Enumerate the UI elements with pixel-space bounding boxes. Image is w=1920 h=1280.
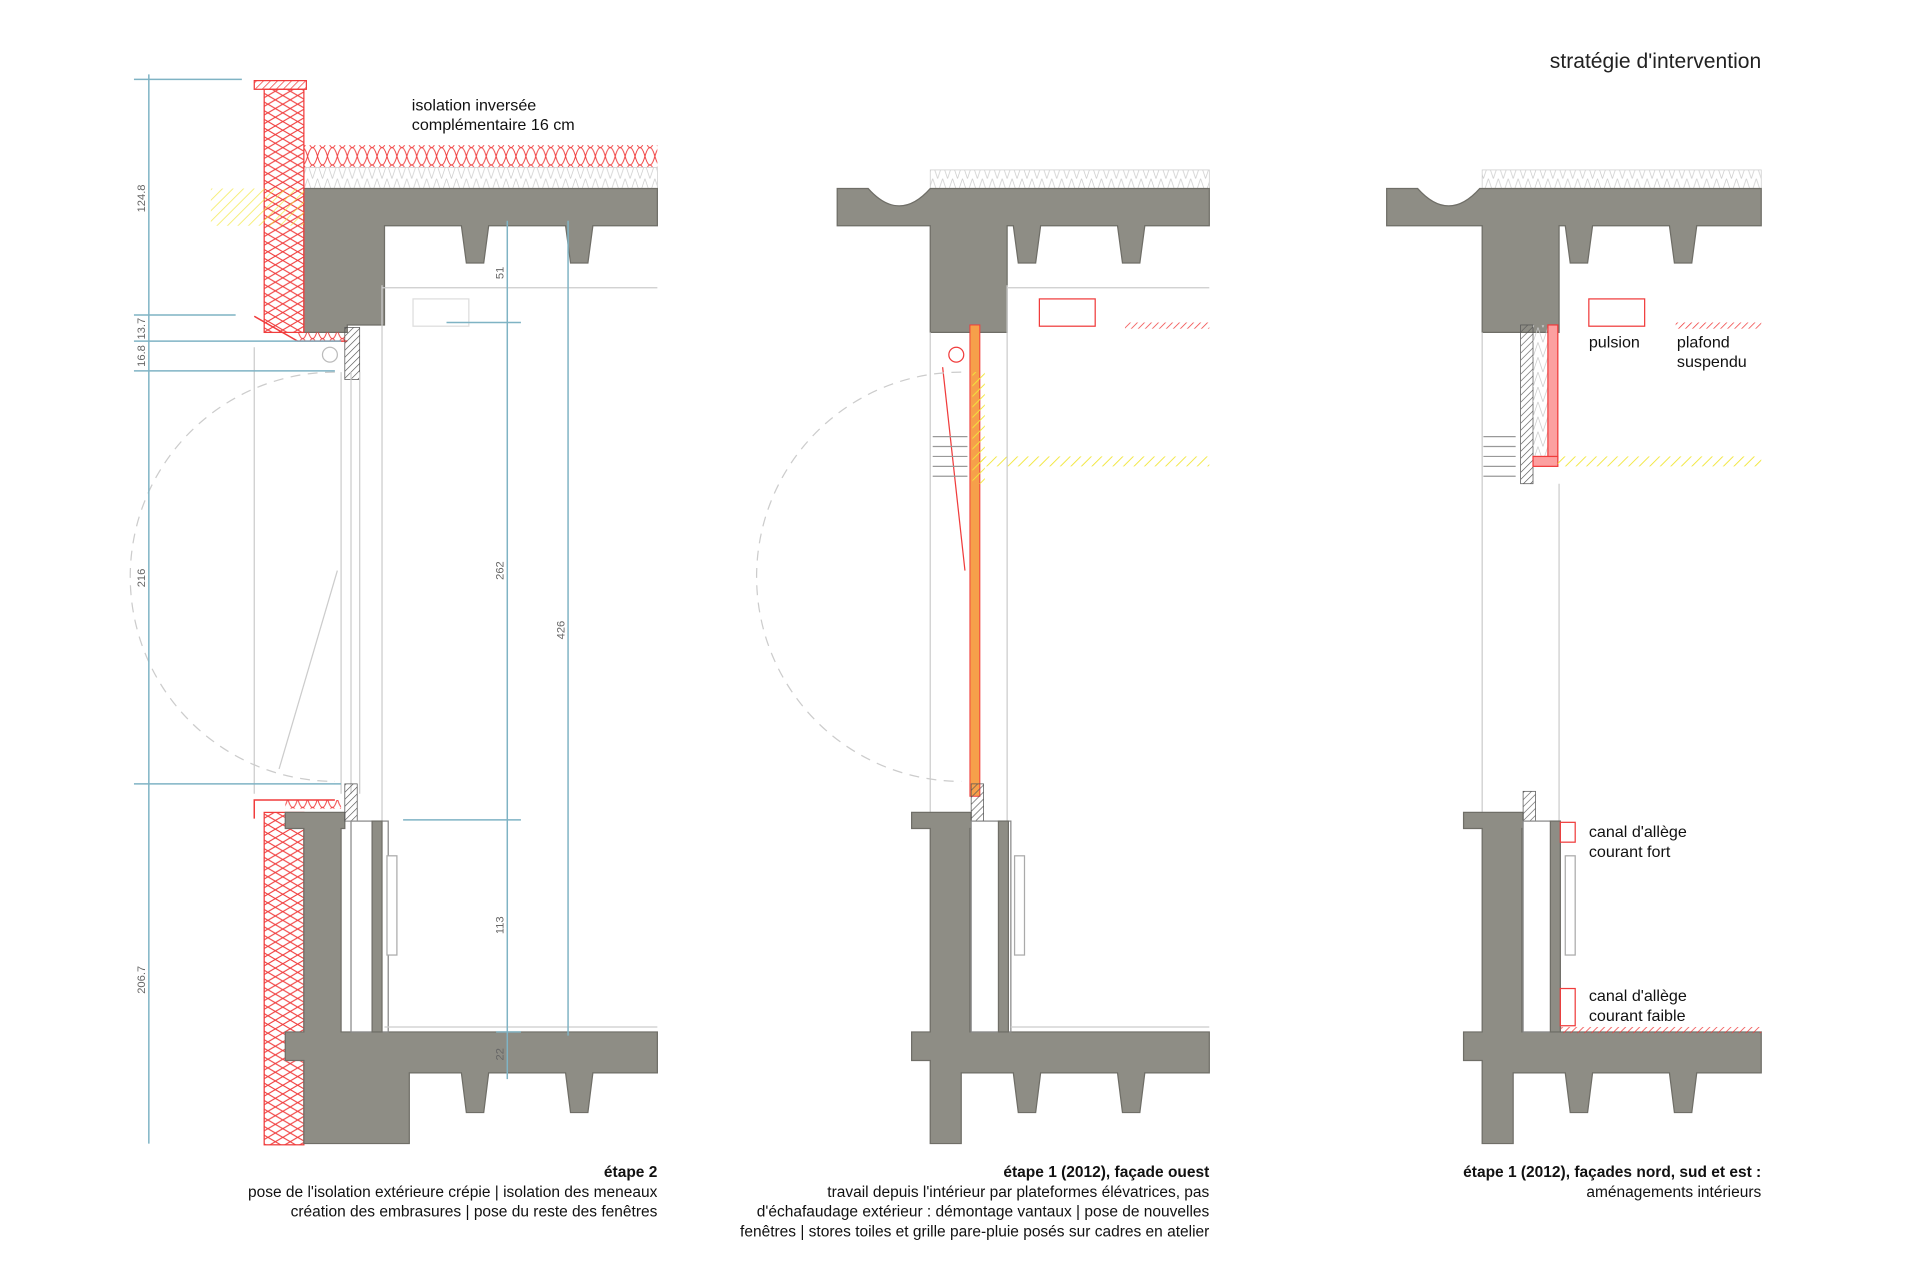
roof-insulation bbox=[303, 145, 658, 168]
label-canal-fort: courant fort bbox=[1589, 843, 1671, 861]
roof-slab bbox=[1386, 187, 1762, 334]
caption-title: étape 1 (2012), façade ouest bbox=[1003, 1164, 1209, 1181]
panel-etape-1-ouest: étape 1 (2012), façade ouest travail dep… bbox=[740, 169, 1210, 1241]
label-pulsion: pulsion bbox=[1589, 333, 1640, 351]
page-title: stratégie d'intervention bbox=[1550, 50, 1761, 73]
dimension-label: 426 bbox=[555, 621, 567, 640]
floor-slab bbox=[911, 811, 1210, 1145]
label-canal-faible: courant faible bbox=[1589, 1007, 1686, 1025]
dimension-label: 262 bbox=[495, 561, 507, 580]
caption-line: pose de l'isolation extérieure crépie | … bbox=[248, 1184, 658, 1201]
dimension-label: 13.7 bbox=[136, 318, 148, 340]
label-plafond: plafond bbox=[1677, 333, 1730, 351]
annotation-isolation: complémentaire 16 cm bbox=[412, 116, 575, 134]
floor-slab bbox=[284, 811, 658, 1145]
dimension-label: 216 bbox=[136, 569, 148, 588]
roof-slab bbox=[303, 187, 658, 334]
panel-etape-2: 124.8 13.7 16.8 216 206.7 51 262 113 22 … bbox=[129, 74, 658, 1221]
dimension-label: 113 bbox=[495, 916, 507, 934]
caption-title: étape 2 bbox=[604, 1164, 657, 1181]
dimension-label: 51 bbox=[495, 267, 507, 279]
caption-line: d'échafaudage extérieur : démontage vant… bbox=[757, 1204, 1210, 1221]
panel-etape-1-nord-sud-est: pulsion plafond suspendu canal d'allège … bbox=[1386, 169, 1762, 1201]
caption-line: fenêtres | stores toiles et grille pare-… bbox=[740, 1224, 1209, 1241]
caption-title: étape 1 (2012), façades nord, sud et est… bbox=[1463, 1164, 1761, 1181]
dimension-label: 124.8 bbox=[136, 184, 148, 212]
caption-line: travail depuis l'intérieur par plateform… bbox=[827, 1184, 1209, 1201]
label-canal-fort: canal d'allège bbox=[1589, 823, 1687, 841]
dimension-label: 206.7 bbox=[136, 966, 148, 994]
label-plafond: suspendu bbox=[1677, 353, 1747, 371]
dimension-label: 16.8 bbox=[136, 345, 148, 367]
suspended-ceiling bbox=[1675, 322, 1762, 329]
floor-slab bbox=[1462, 811, 1762, 1145]
dimension-label: 22 bbox=[495, 1048, 507, 1060]
roof-slab bbox=[836, 187, 1210, 334]
label-canal-faible: canal d'allège bbox=[1589, 987, 1687, 1005]
caption-line: aménagements intérieurs bbox=[1586, 1184, 1761, 1201]
caption-line: création des embrasures | pose du reste … bbox=[291, 1204, 658, 1221]
annotation-isolation: isolation inversée bbox=[412, 96, 537, 114]
pulsion-duct bbox=[1588, 298, 1646, 327]
